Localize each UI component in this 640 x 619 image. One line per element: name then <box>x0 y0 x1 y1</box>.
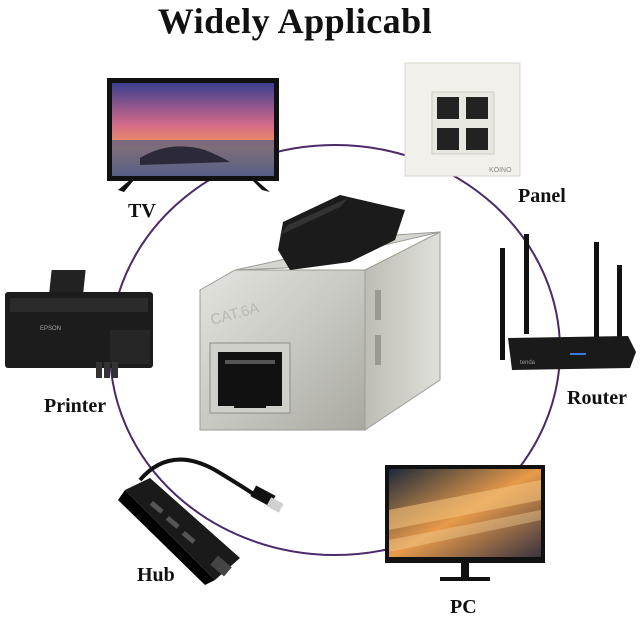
hub-label: Hub <box>137 564 175 586</box>
panel-label: Panel <box>518 185 566 207</box>
router-image: tenda <box>500 234 636 370</box>
pc-image <box>385 465 545 581</box>
printer-label: Printer <box>44 395 107 417</box>
router-label: Router <box>567 387 627 409</box>
printer-image: EPSON <box>5 270 153 378</box>
tv-image <box>107 78 279 192</box>
hub-image <box>118 457 284 585</box>
pc-label: PC <box>450 596 477 618</box>
connector-image: CAT.6A <box>199 195 441 431</box>
page-title: Widely Applicabl <box>157 1 433 41</box>
router-brand: tenda <box>520 360 536 366</box>
panel-brand: KOINO <box>489 167 512 174</box>
tv-label: TV <box>128 200 156 222</box>
panel-image: KOINO <box>404 62 521 177</box>
printer-brand: EPSON <box>40 326 61 332</box>
